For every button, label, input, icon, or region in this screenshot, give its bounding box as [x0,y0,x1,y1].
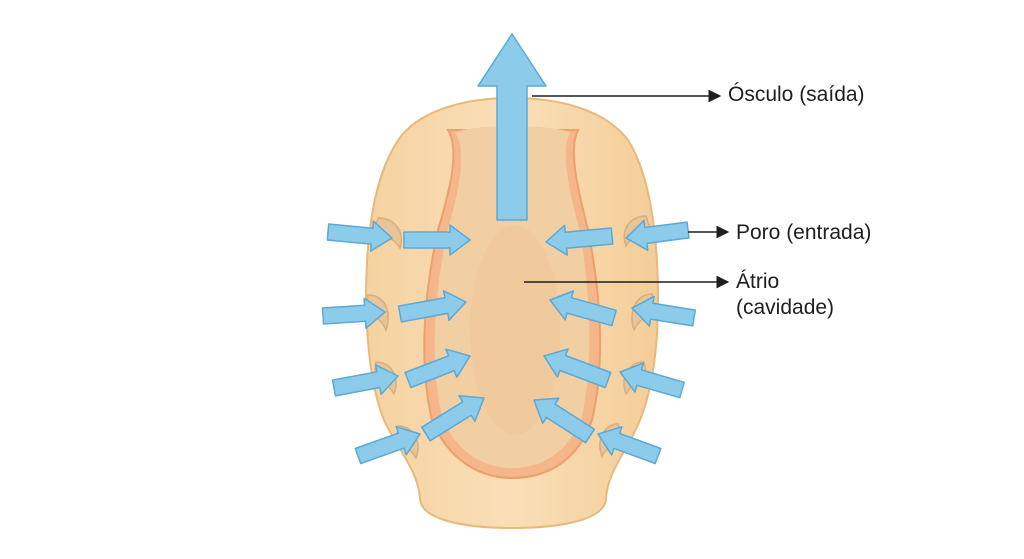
water-flow-arrow-icon [421,395,485,442]
water-flow-arrow-icon [549,290,617,327]
water-flow-arrow-icon [543,348,612,389]
osculum-label: Ósculo (saída) [728,83,865,106]
atrium-shade [470,225,560,435]
water-flow-arrow-icon [631,295,697,327]
water-flow-arrow-icon [321,297,386,330]
water-flow-arrow-icon [597,426,662,465]
water-flow-arrow-icon [331,364,399,397]
water-flow-arrow-icon [619,362,685,399]
water-flow-arrow-icon [477,33,547,221]
water-flow-arrow-icon [404,348,471,389]
water-flow-arrow-icon [625,219,690,252]
water-flow-arrow-icon [397,290,467,323]
water-flow-arrow-icon [326,220,393,252]
atrium-label: Átrio (cavidade) [736,269,834,321]
pore-label: Poro (entrada) [736,221,872,244]
water-flow-arrow-icon [545,224,614,256]
water-flow-arrow-icon [403,224,471,256]
water-flow-arrows [321,33,697,465]
atrium-label-line2: (cavidade) [736,296,835,319]
water-flow-arrow-icon [354,425,421,465]
water-flow-arrow-icon [533,397,596,444]
atrium-label-line1: Átrio [736,270,780,293]
